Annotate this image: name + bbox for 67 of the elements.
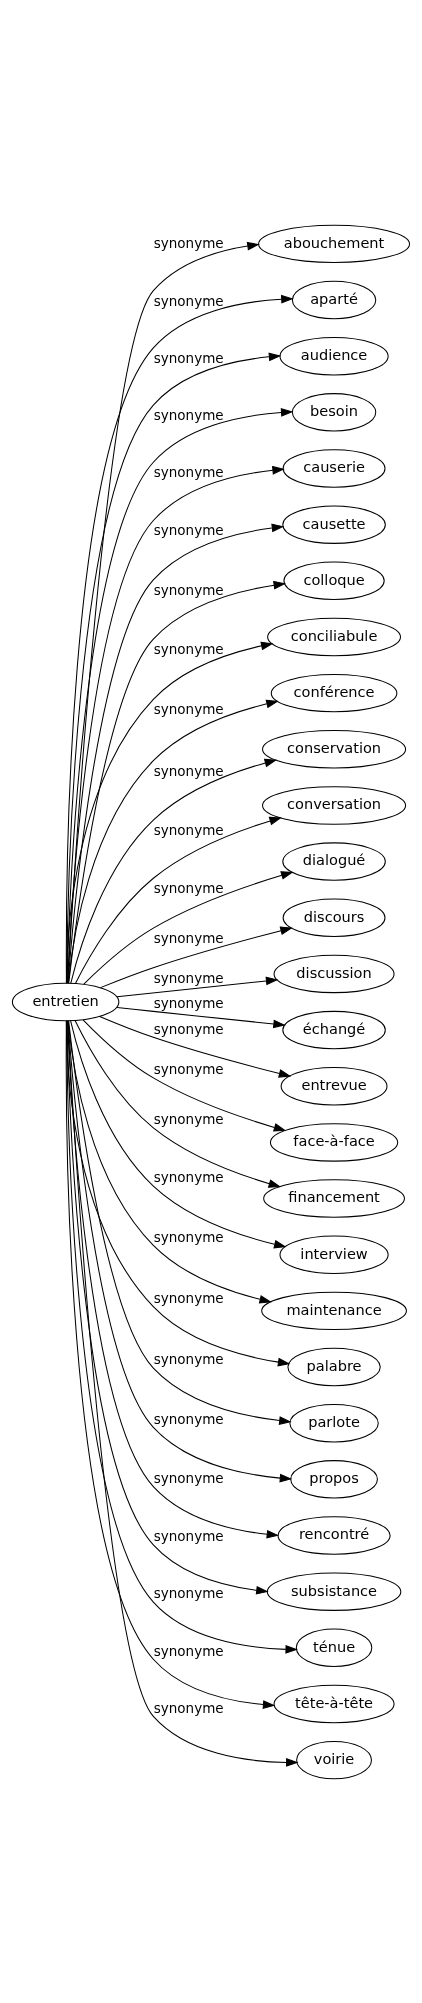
edge-label: synonyme — [153, 1168, 224, 1185]
arrow — [67, 699, 279, 984]
node-ellipse: abouchement — [258, 224, 411, 263]
node-ellipse: ténue — [295, 1628, 373, 1667]
arrow — [100, 926, 293, 988]
edge-label: synonyme — [153, 700, 224, 717]
node-ellipse: conférence — [270, 673, 398, 712]
edge-label: synonyme — [153, 349, 224, 366]
node-ellipse: subsistance — [266, 1571, 402, 1611]
edge-label: synonyme — [153, 1584, 224, 1601]
arrow — [67, 1019, 299, 1767]
edge-label: synonyme — [153, 1469, 224, 1486]
node-ellipse: aparté — [291, 280, 377, 319]
edge-label: synonyme — [153, 1020, 224, 1037]
edge-label: synonyme — [153, 463, 224, 480]
arrow — [99, 1015, 292, 1078]
arrow — [82, 1018, 287, 1132]
node-ellipse: causerie — [282, 448, 386, 488]
node-ellipse: colloque — [283, 561, 385, 600]
edge-label: synonyme — [153, 879, 224, 896]
arrow — [116, 1006, 286, 1028]
edge-label: synonyme — [153, 1060, 224, 1077]
edge-label: synonyme — [153, 1527, 224, 1544]
node-ellipse: conciliabule — [267, 617, 402, 656]
node-ellipse: échangé — [282, 1010, 386, 1049]
node-ellipse: tête-à-tête — [273, 1684, 395, 1723]
node-ellipse: voirie — [296, 1740, 373, 1779]
arrow — [70, 758, 278, 984]
arrow — [70, 1019, 287, 1248]
edge-label: synonyme — [153, 994, 224, 1011]
node-ellipse: entretien — [11, 982, 120, 1021]
arrow — [83, 870, 294, 985]
node-ellipse: interview — [279, 1234, 389, 1274]
edge-label: synonyme — [153, 1228, 224, 1245]
node-ellipse: parlote — [289, 1403, 379, 1442]
arrow — [75, 816, 282, 984]
edge-label: synonyme — [153, 821, 224, 838]
node-ellipse: maintenance — [261, 1291, 407, 1330]
node-ellipse: besoin — [291, 392, 377, 432]
edge-label: synonyme — [153, 1289, 224, 1306]
edge-label: synonyme — [153, 1410, 224, 1427]
edge-label: synonyme — [153, 969, 224, 986]
edge-label: synonyme — [153, 234, 224, 251]
edge-label: synonyme — [153, 292, 224, 309]
edge-label: synonyme — [153, 929, 224, 946]
node-ellipse: rencontré — [277, 1515, 391, 1555]
edge-label: synonyme — [153, 1699, 224, 1716]
edge-label: synonyme — [153, 1642, 224, 1658]
edge-label: synonyme — [153, 521, 224, 538]
arrow — [74, 1019, 282, 1188]
edge-label: synonyme — [153, 1350, 224, 1367]
node-ellipse: discours — [282, 898, 386, 937]
arrow — [65, 1019, 276, 1709]
edge-label: synonyme — [153, 1110, 224, 1127]
node-ellipse: palabre — [287, 1347, 381, 1386]
node-ellipse: audience — [279, 336, 389, 375]
arrow — [67, 1020, 272, 1304]
arrow — [65, 641, 274, 984]
node-ellipse: causette — [282, 504, 386, 544]
node-ellipse: propos — [290, 1459, 378, 1499]
edge-label: synonyme — [153, 406, 224, 423]
edge-label: synonyme — [153, 581, 224, 598]
node-ellipse: discussion — [273, 954, 395, 993]
edge-label: synonyme — [153, 640, 224, 657]
arrow — [66, 1019, 298, 1654]
edge-label: synonyme — [153, 762, 224, 779]
arrow — [116, 976, 279, 997]
